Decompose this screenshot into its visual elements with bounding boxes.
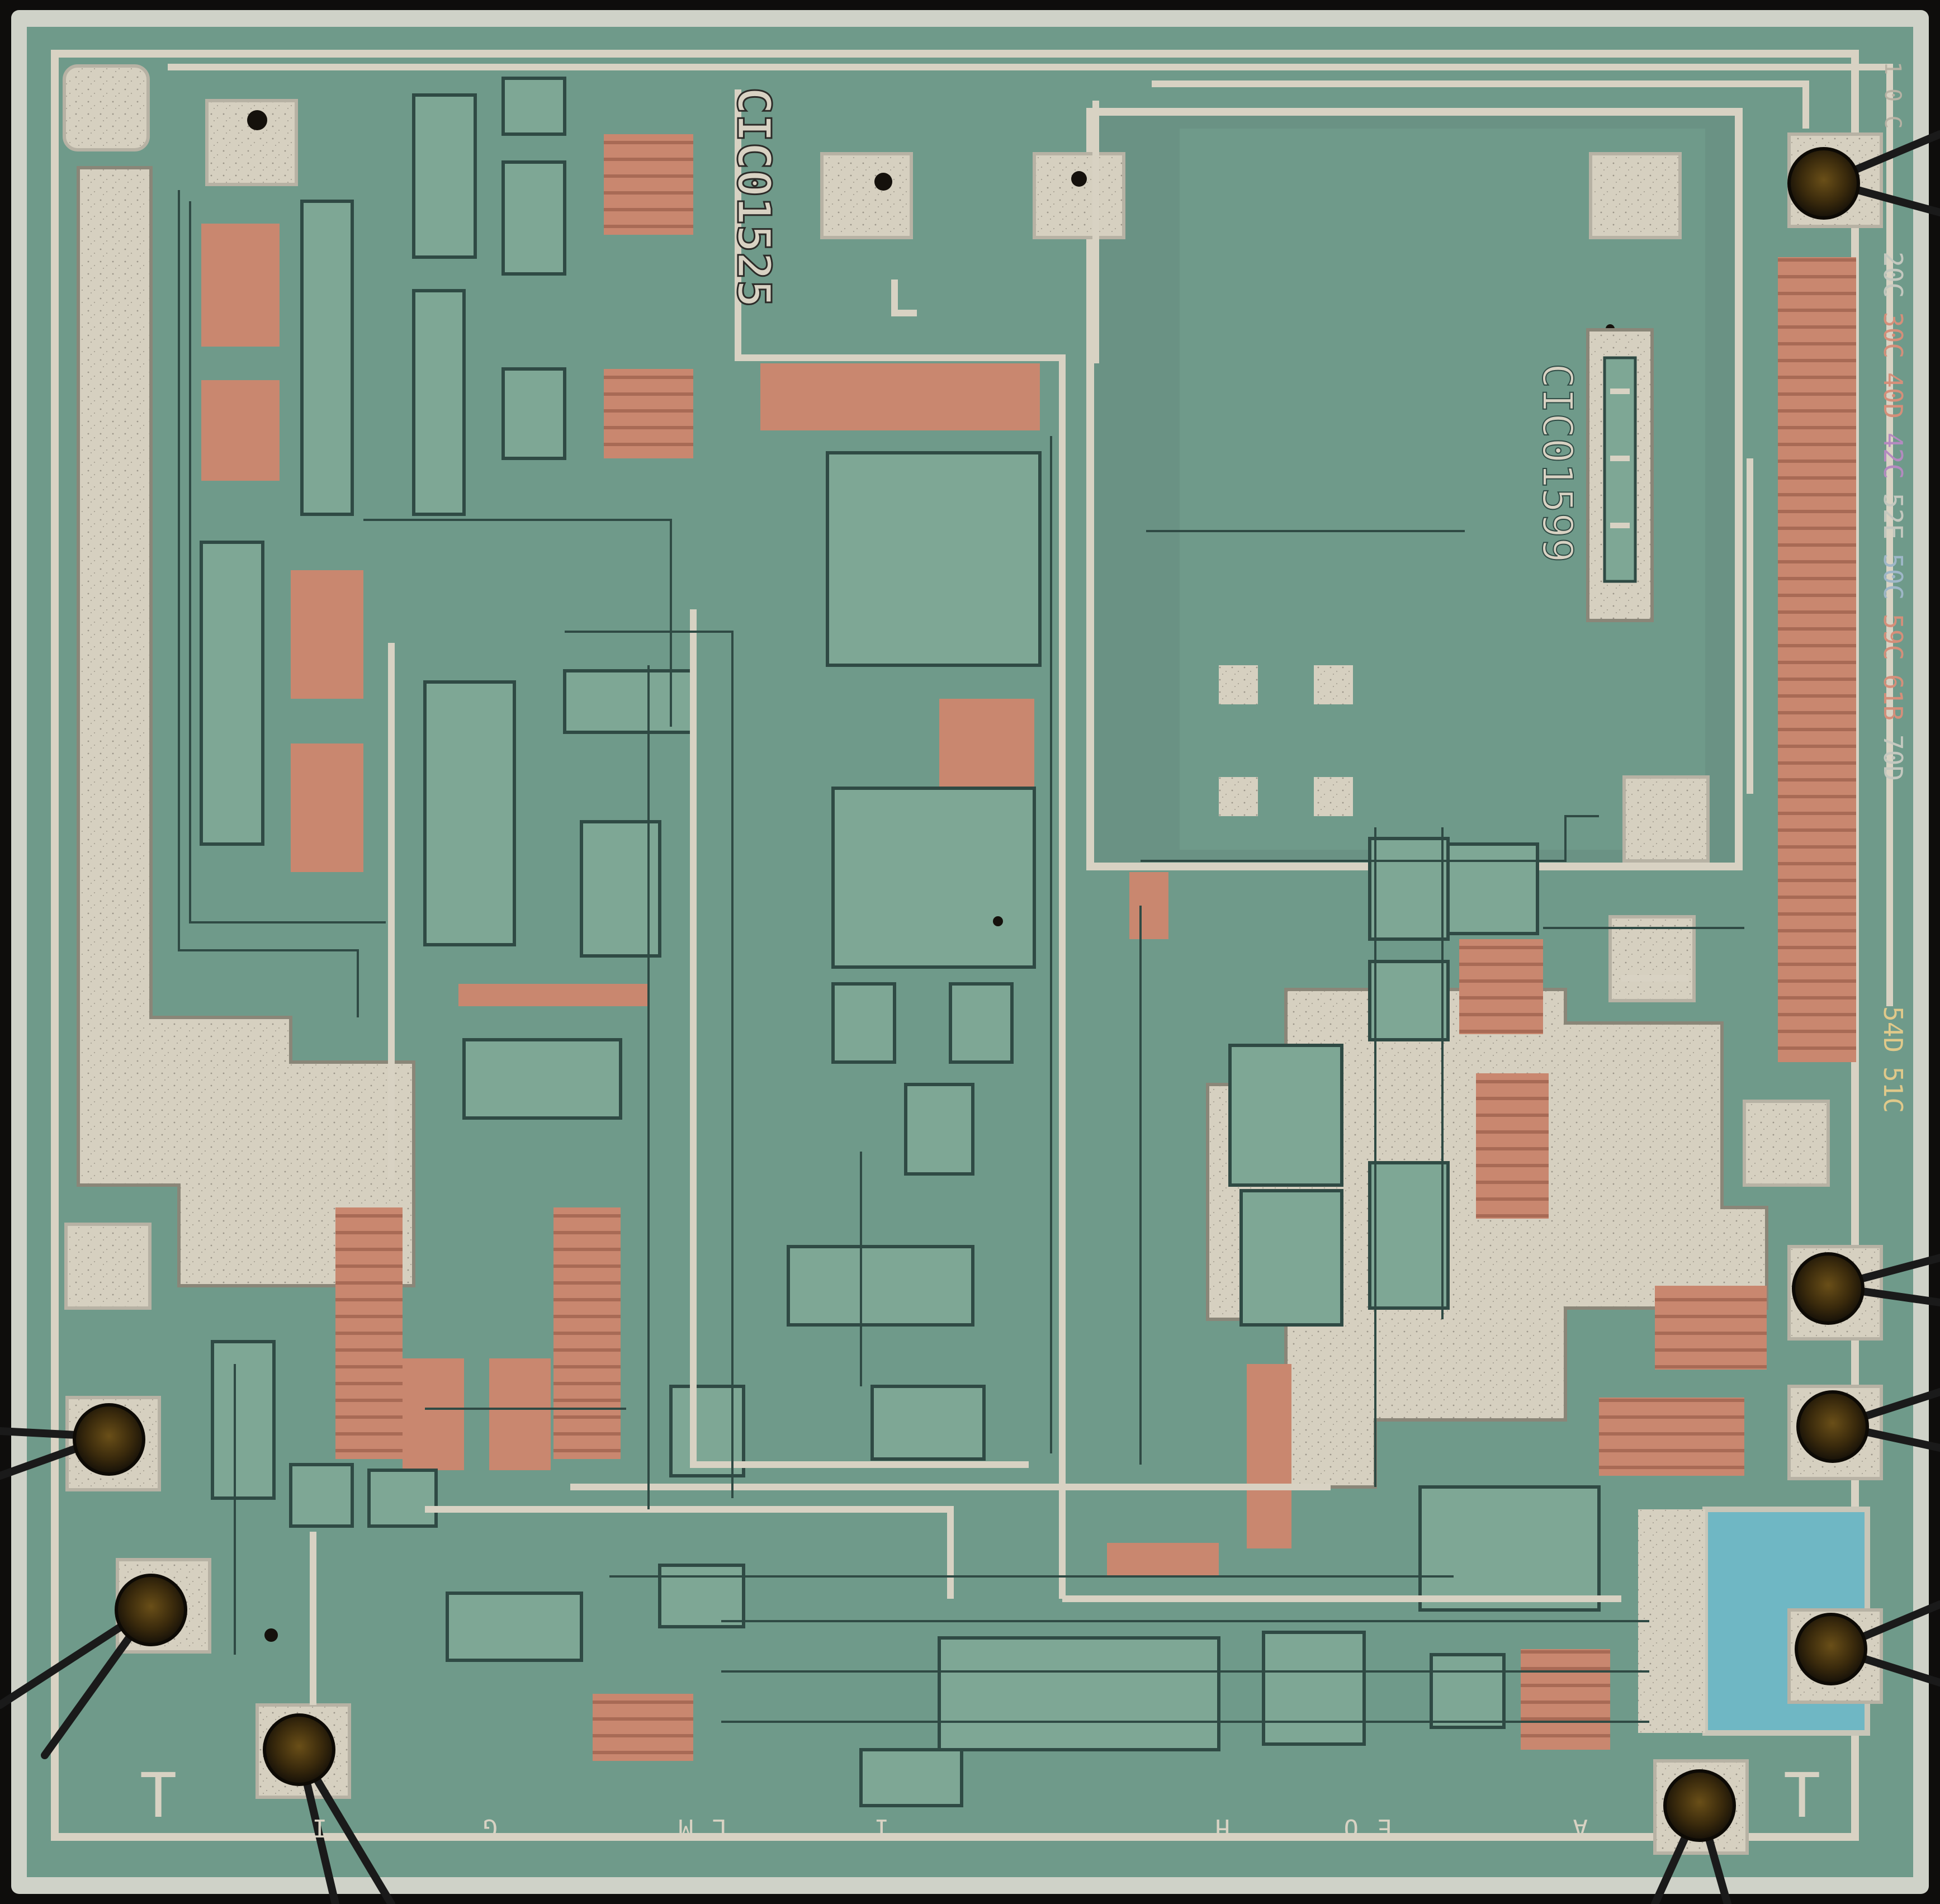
mask-code: 52E: [1878, 493, 1908, 539]
mask-code: 40D: [1878, 372, 1908, 419]
thin-interconnect: [178, 190, 1744, 1723]
edge-letter: L: [712, 1813, 727, 1842]
mask-code: 61B: [1878, 674, 1908, 721]
metal-traces: [168, 64, 1893, 1705]
mask-code: 59C: [1878, 614, 1908, 660]
mask-code: 30C: [1878, 312, 1908, 358]
die-id-right: CIC01599: [1533, 363, 1581, 562]
die-id-top: CIC01525: [727, 87, 780, 307]
edge-letter: H: [1215, 1813, 1231, 1842]
edge-letter: G: [483, 1813, 498, 1842]
mask-code: 51C: [1878, 1067, 1908, 1113]
metal-plane-right: [1206, 988, 1768, 1489]
edge-letter: E: [1378, 1813, 1393, 1842]
mask-code: 42C: [1878, 433, 1908, 479]
edge-letter: I: [313, 1813, 328, 1842]
corner-mark-left: T: [140, 1760, 177, 1831]
edge-letter: A: [1573, 1813, 1588, 1842]
corner-mark-right: T: [1783, 1760, 1820, 1831]
mask-codes-top: 1 0 C: [1880, 61, 1905, 129]
bond-balls: [73, 147, 1869, 1842]
metal-plane-left: [77, 166, 415, 1287]
edge-letter: M: [679, 1813, 694, 1842]
mask-code: 70D: [1878, 735, 1908, 781]
logo-mark: [1586, 328, 1654, 622]
edge-letter: I: [874, 1813, 889, 1842]
mask-code-column: 20C 30C 40D 42C 52E 50C 59C 61B 70D 54D 51C: [1878, 252, 1908, 1113]
resistor-array: [201, 134, 1856, 1761]
edge-letter: O: [1344, 1813, 1359, 1842]
mask-code: 20C: [1878, 252, 1908, 298]
transistor-cells: [200, 77, 1601, 1807]
mask-code: 50C: [1878, 553, 1908, 600]
mask-code: 54D: [1878, 1006, 1908, 1053]
